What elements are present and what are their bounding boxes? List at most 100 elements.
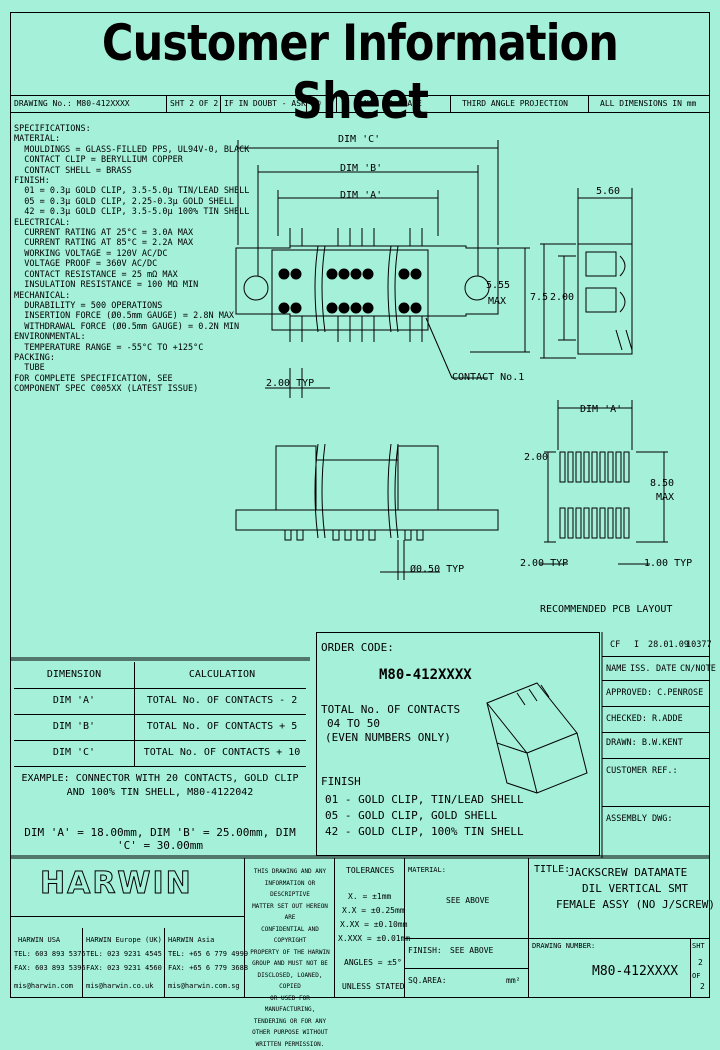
order-code-box: ORDER CODE: M80-412XXXX TOTAL No. OF CON… — [316, 632, 600, 856]
rev-cn-header: CN/NOTE — [680, 664, 716, 674]
tolerance-4: X.XXX = ±0.01mm — [338, 934, 410, 943]
rev-name-header: NAME — [606, 664, 626, 674]
sq-area-header: SQ.AREA: — [408, 976, 447, 985]
material-header: MATERIAL: — [408, 866, 446, 874]
rev-ref: 10377 — [686, 640, 712, 650]
finish-42: 42 - GOLD CLIP, 100% TIN SHELL — [325, 825, 524, 838]
rev-issue: I — [634, 640, 639, 650]
pcb-layout-title: RECOMMENDED PCB LAYOUT — [540, 604, 672, 615]
dim-560: 5.60 — [596, 186, 620, 197]
rev-date-header: DATE — [656, 664, 676, 674]
tolerance-6: UNLESS STATED — [342, 982, 405, 991]
contact-1-label: CONTACT No.1 — [452, 372, 524, 383]
sq-area-unit: mm² — [506, 976, 520, 985]
eu-label: HARWIN Europe (UK) — [86, 936, 162, 944]
dim-a-label: DIM 'A' — [340, 190, 382, 201]
title-line-2: DIL VERTICAL SMT — [582, 882, 688, 895]
finish-header: FINISH: — [408, 946, 442, 955]
drawn-by: DRAWN: B.W.KENT — [606, 738, 683, 748]
notice-line: MATTER SET OUT HEREON ARE — [246, 901, 334, 924]
asia-label: HARWIN Asia — [168, 936, 214, 944]
order-even: (EVEN NUMBERS ONLY) — [325, 731, 451, 744]
dim-200-typ: 2.00 TYP — [266, 378, 314, 389]
pcb-dim-a: DIM 'A' — [580, 404, 622, 415]
usa-email[interactable]: mis@harwin.com — [14, 982, 73, 990]
assembly-dwg: ASSEMBLY DWG: — [606, 814, 673, 824]
dim-050-typ: Ø0.50 TYP — [410, 564, 464, 575]
tolerance-3: X.XX = ±0.10mm — [340, 920, 407, 929]
usa-label: HARWIN USA — [18, 936, 60, 944]
example-line-3: DIM 'A' = 18.00mm, DIM 'B' = 25.00mm, DI… — [14, 826, 306, 852]
eu-email[interactable]: mis@harwin.co.uk — [86, 982, 153, 990]
sheet-header: SHT — [692, 942, 705, 950]
order-code-value: M80-412XXXX — [379, 667, 472, 683]
material-value: SEE ABOVE — [446, 896, 489, 905]
title-line-3: FEMALE ASSY (NO J/SCREW) — [556, 898, 715, 911]
notice-line: PROPERTY OF THE HARWIN — [246, 947, 334, 959]
sheet-of: OF — [692, 972, 700, 980]
drawing-number-value: M80-412XXXX — [592, 964, 678, 979]
pcb-dim-200-typ: 2.00 TYP — [520, 558, 568, 569]
sheet-value: 2 — [698, 958, 703, 967]
row-calc-b: TOTAL No. OF CONTACTS + 5 — [138, 721, 306, 732]
asia-fax: FAX: +65 6 779 3688 — [168, 964, 248, 972]
dim-555: 5.55 — [486, 280, 510, 291]
finish-value: SEE ABOVE — [450, 946, 493, 955]
row-calc-a: TOTAL No. OF CONTACTS - 2 — [138, 695, 306, 706]
calculation-header: CALCULATION — [138, 669, 306, 680]
approved-by: APPROVED: C.PENROSE — [606, 688, 703, 698]
pcb-dim-100-typ: 1.00 TYP — [644, 558, 692, 569]
customer-ref: CUSTOMER REF.: — [606, 766, 678, 776]
notice-line: WRITTEN PERMISSION. — [246, 1039, 334, 1050]
drawing-number-header: DRAWING NUMBER: — [532, 942, 595, 950]
asia-tel: TEL: +65 6 779 4999 — [168, 950, 248, 958]
notice-line: OR USED FOR MANUFACTURING, — [246, 993, 334, 1016]
notice-line: GROUP AND MUST NOT BE — [246, 958, 334, 970]
technical-drawing — [0, 0, 720, 1012]
order-total-label: TOTAL No. OF CONTACTS — [321, 703, 460, 716]
table-row: DIM 'A' TOTAL No. OF CONTACTS - 2 — [14, 688, 306, 715]
checked-by: CHECKED: R.ADDE — [606, 714, 683, 724]
row-dim-c: DIM 'C' — [14, 747, 134, 758]
tolerance-1: X. = ±1mm — [348, 892, 391, 901]
rev-iss-header: ISS. — [630, 664, 650, 674]
dim-200-side: 2.00 — [550, 292, 574, 303]
usa-tel: TEL: 603 893 5376 — [14, 950, 86, 958]
title-line-1: JACKSCREW DATAMATE — [568, 866, 687, 879]
title-header: TITLE: — [534, 864, 570, 875]
rev-date: 28.01.09 — [648, 640, 689, 650]
table-row: DIM 'C' TOTAL No. OF CONTACTS + 10 — [14, 740, 306, 767]
notice-line: CONFIDENTIAL AND COPYRIGHT — [246, 924, 334, 947]
eu-fax: FAX: 023 9231 4560 — [86, 964, 162, 972]
asia-email[interactable]: mis@harwin.com.sg — [168, 982, 240, 990]
tolerance-5: ANGLES = ±5° — [344, 958, 402, 967]
table-row: DIM 'B' TOTAL No. OF CONTACTS + 5 — [14, 714, 306, 741]
notice-line: OTHER PURPOSE WITHOUT — [246, 1027, 334, 1039]
pcb-dim-max: MAX — [656, 492, 674, 503]
order-range: 04 TO 50 — [327, 717, 380, 730]
example-line-1: EXAMPLE: CONNECTOR WITH 20 CONTACTS, GOL… — [14, 772, 306, 785]
sheet-of-value: 2 — [700, 982, 705, 991]
row-dim-a: DIM 'A' — [14, 695, 134, 706]
example-line-2: AND 100% TIN SHELL, M80-4122042 — [14, 786, 306, 799]
dim-max: MAX — [488, 296, 506, 307]
order-code-label: ORDER CODE: — [321, 641, 394, 654]
dim-c-label: DIM 'C' — [338, 134, 380, 145]
usa-fax: FAX: 603 893 5396 — [14, 964, 86, 972]
notice-line: THIS DRAWING AND ANY — [246, 866, 334, 878]
notice-line: DISCLOSED, LOANED, COPIED — [246, 970, 334, 993]
notice-line: TENDERING OR FOR ANY — [246, 1016, 334, 1028]
harwin-logo: HARWIN — [40, 866, 193, 901]
pcb-dim-200: 2.00 — [524, 452, 548, 463]
dim-b-label: DIM 'B' — [340, 163, 382, 174]
tolerances-title: TOLERANCES — [346, 866, 394, 875]
rev-cf: CF — [610, 640, 620, 650]
tolerance-2: X.X = ±0.25mm — [342, 906, 405, 915]
connector-illustration — [467, 673, 597, 823]
notice-line: INFORMATION OR DESCRIPTIVE — [246, 878, 334, 901]
row-dim-b: DIM 'B' — [14, 721, 134, 732]
pcb-dim-850: 8.50 — [650, 478, 674, 489]
row-calc-c: TOTAL No. OF CONTACTS + 10 — [138, 747, 306, 758]
dim-75: 7.5 — [530, 292, 548, 303]
